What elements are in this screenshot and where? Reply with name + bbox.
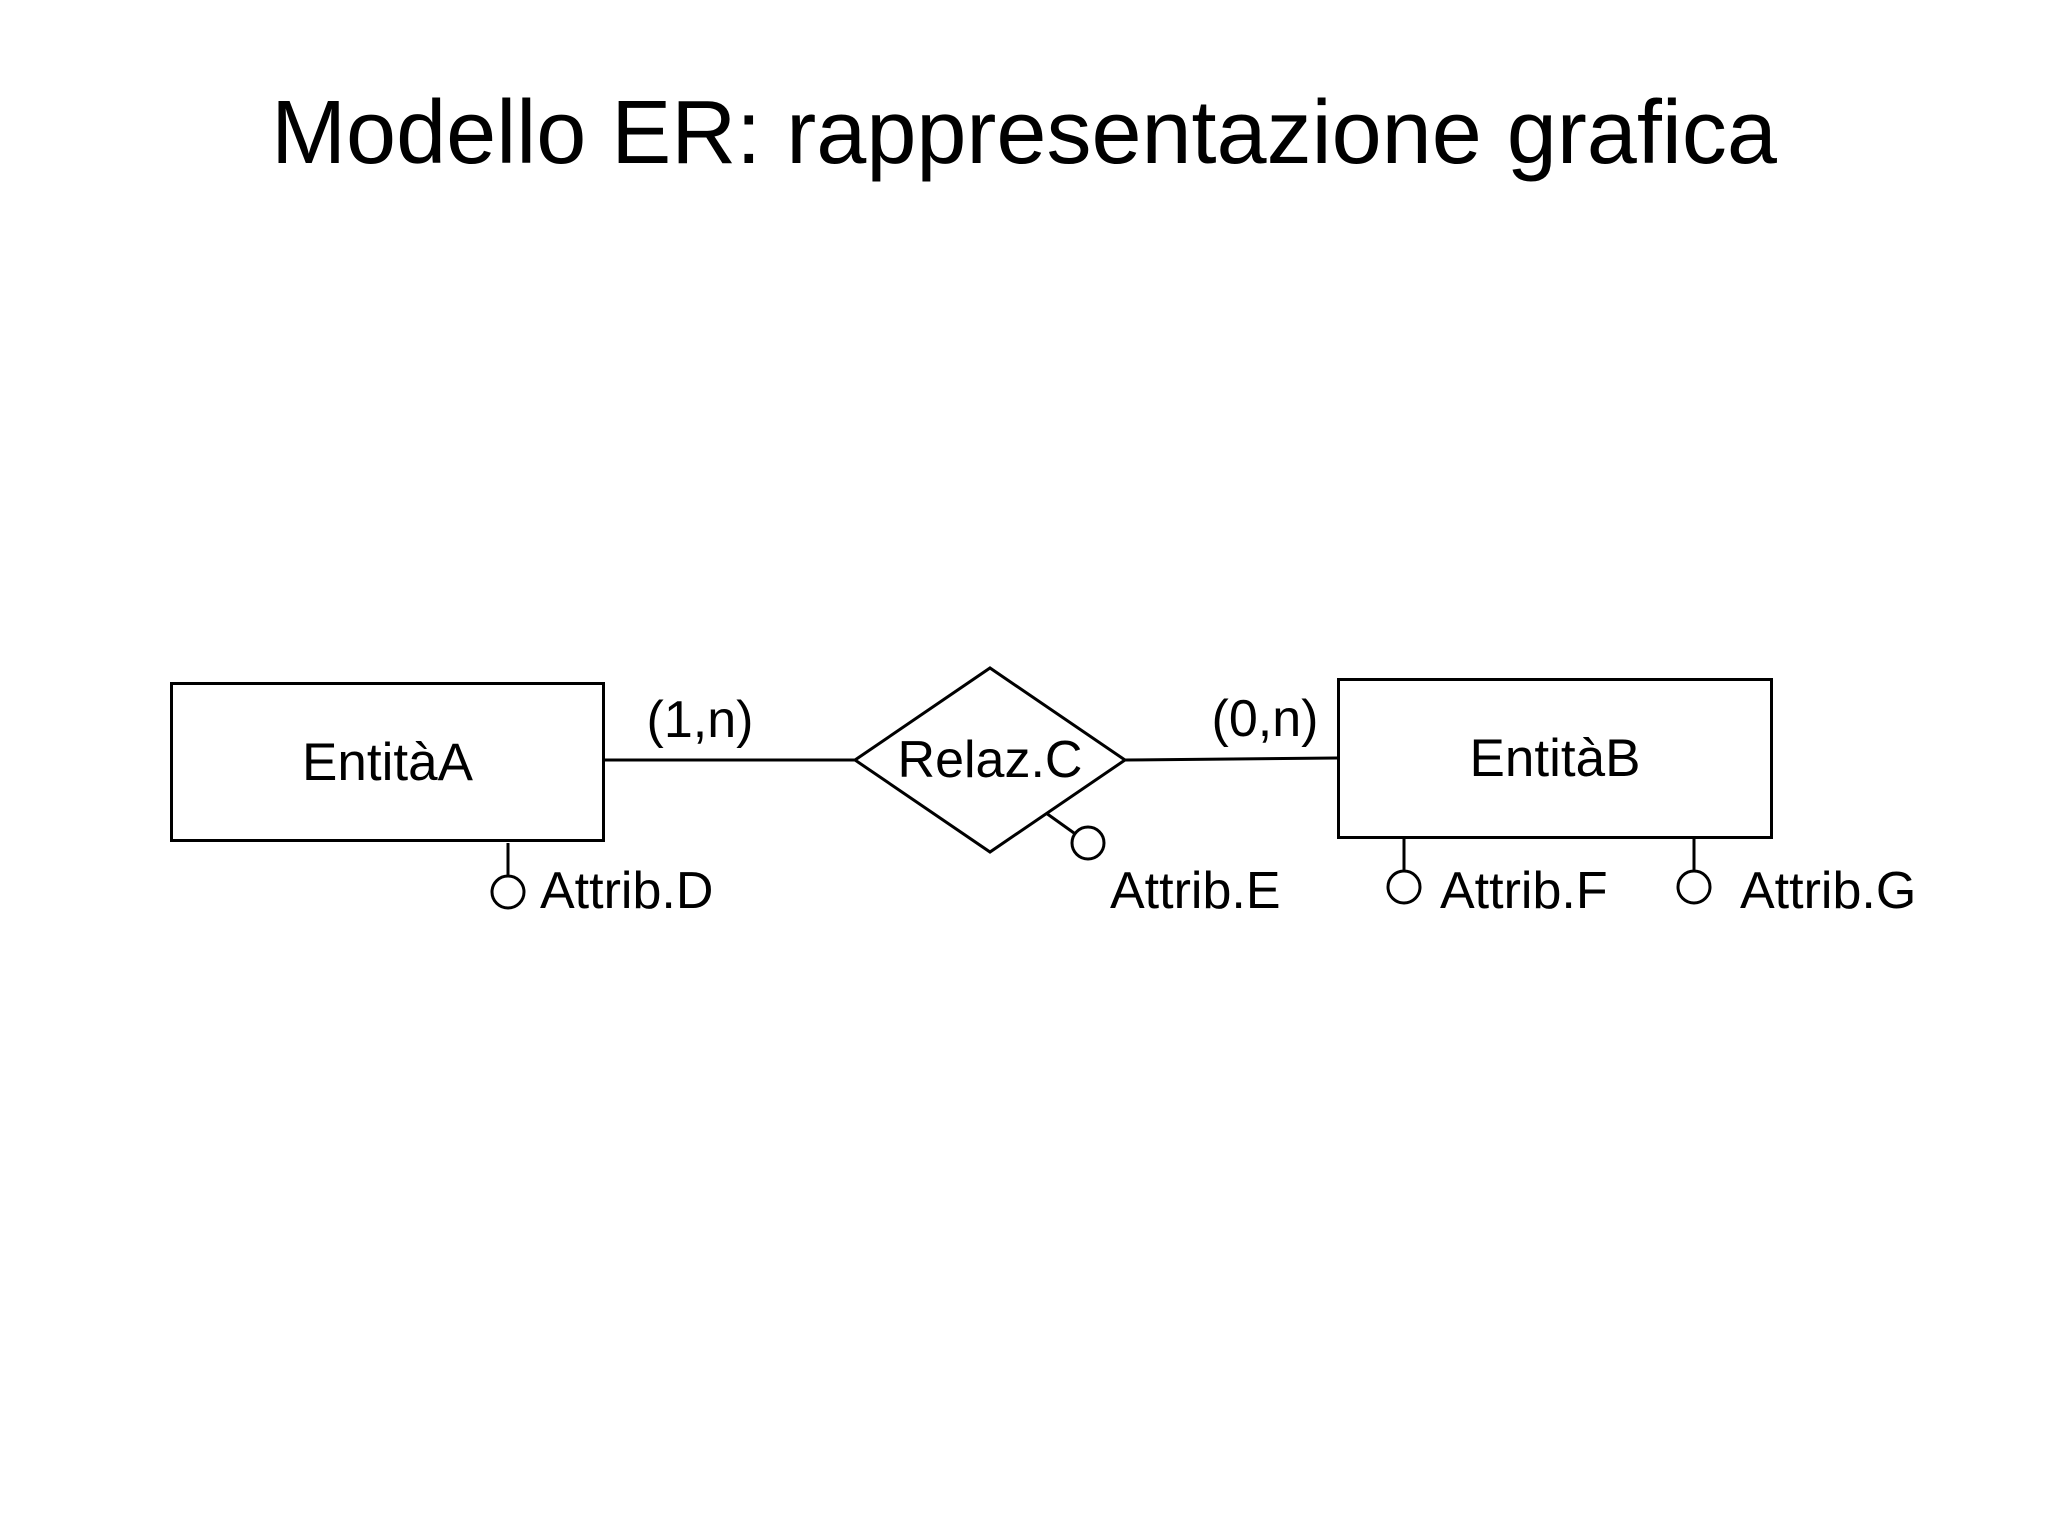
attrib-d-label: Attrib.D bbox=[540, 862, 714, 920]
entity-a-box: EntitàA bbox=[170, 682, 605, 842]
attrib-f-circle bbox=[1386, 869, 1422, 905]
cardinality-right-label: (0,n) bbox=[1211, 690, 1319, 748]
attrib-g-label: Attrib.G bbox=[1740, 862, 1917, 920]
relationship-diamond bbox=[852, 666, 1128, 854]
connector-relationship-entity-b bbox=[1124, 756, 1338, 762]
entity-b-label: EntitàB bbox=[1469, 729, 1641, 788]
attrib-d-circle bbox=[490, 874, 526, 910]
attrib-f-label: Attrib.F bbox=[1440, 862, 1608, 920]
slide-title: Modello ER: rappresentazione grafica bbox=[271, 83, 1777, 183]
entity-a-label: EntitàA bbox=[302, 732, 473, 792]
attrib-e-circle bbox=[1070, 825, 1106, 861]
cardinality-left-label: (1,n) bbox=[646, 691, 754, 749]
attrib-e-label: Attrib.E bbox=[1110, 862, 1281, 920]
attrib-g-circle bbox=[1676, 869, 1712, 905]
entity-b-box: EntitàB bbox=[1337, 678, 1773, 839]
